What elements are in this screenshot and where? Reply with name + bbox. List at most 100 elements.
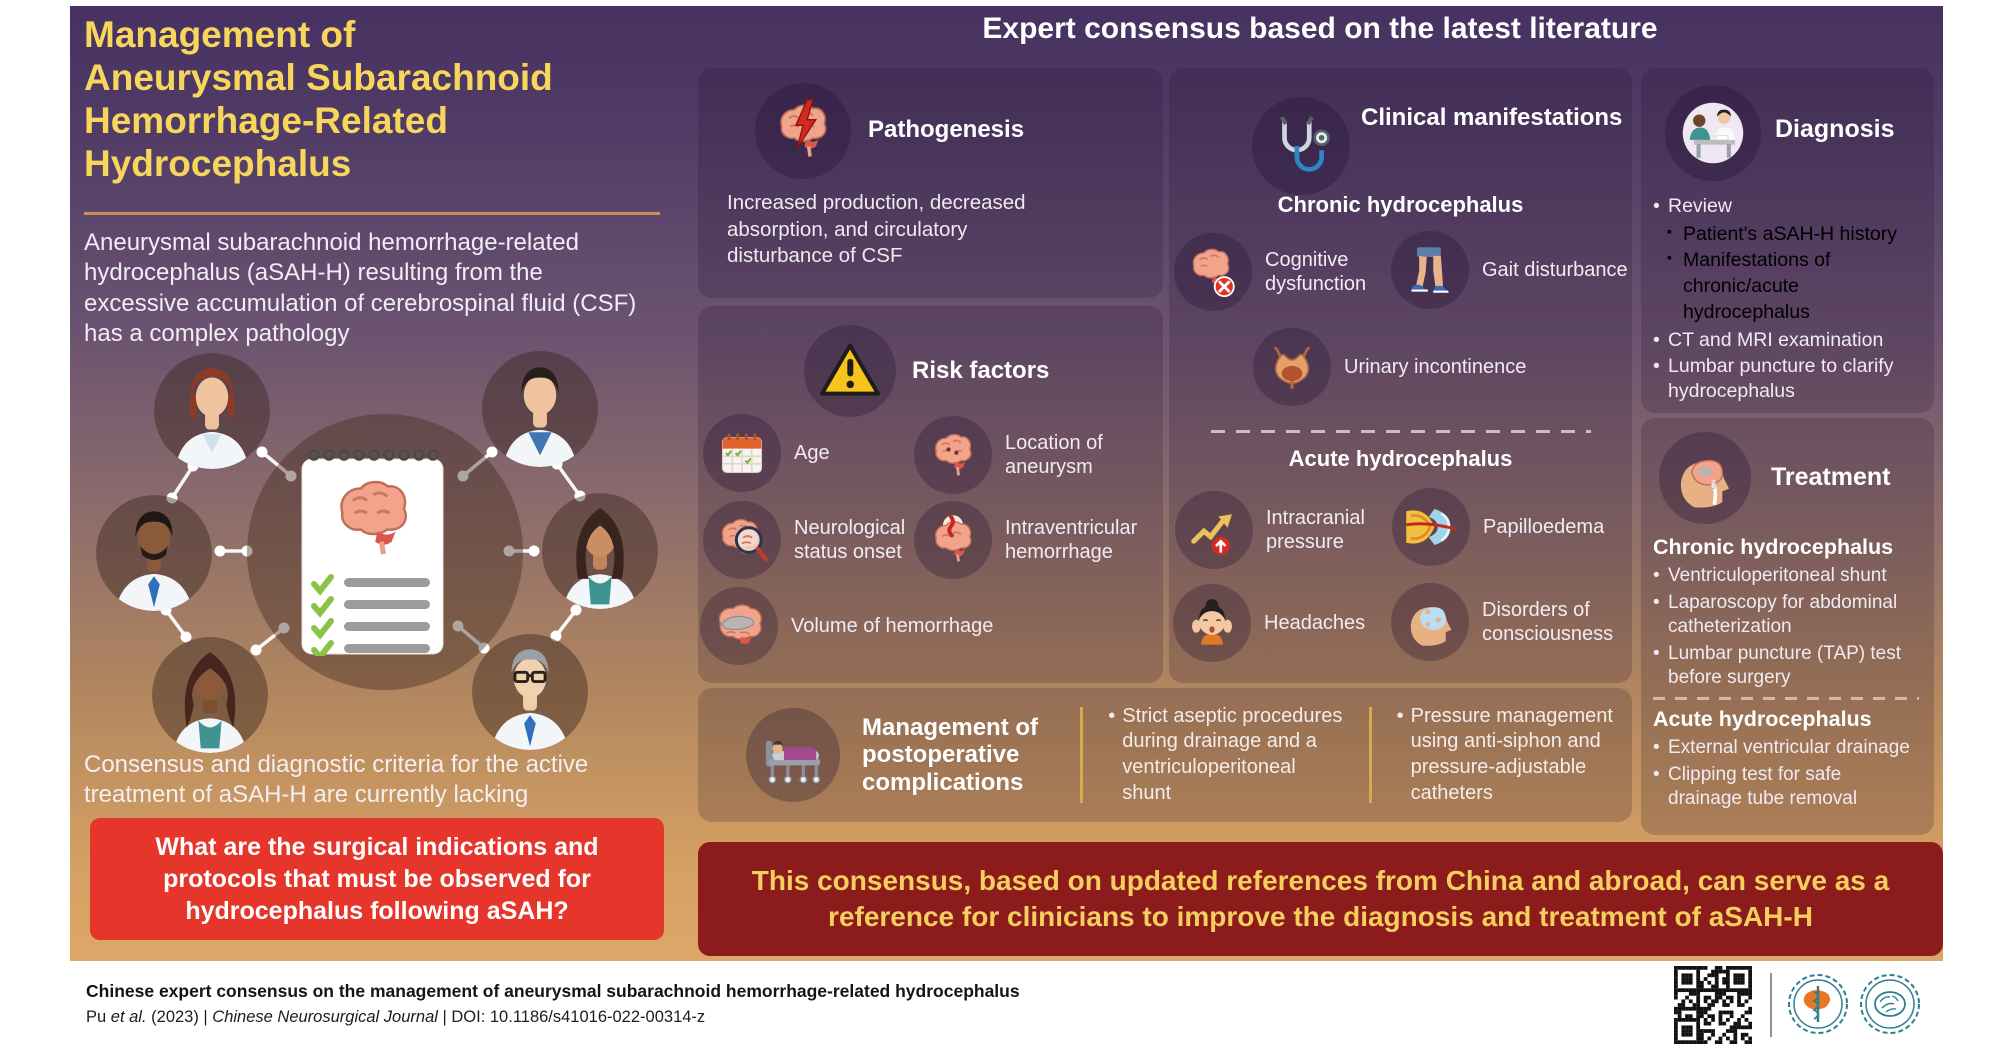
clinical-item-papilloedema: Papilloedema [1392, 488, 1638, 566]
citation-meta: Pu et al. (2023) | Chinese Neurosurgical… [86, 1008, 705, 1027]
rising-pressure-icon [1175, 491, 1253, 569]
expert-network-lines [160, 446, 586, 656]
qr-code [1674, 966, 1752, 1044]
clinical-title: Clinical manifestations [1361, 104, 1623, 131]
postop-bullet: Pressure management using anti-siphon an… [1397, 704, 1632, 806]
warning-triangle-icon [804, 325, 896, 417]
conclusion-banner: This consensus, based on updated referen… [698, 842, 1943, 956]
card-pathogenesis: Pathogenesis Increased production, decre… [698, 68, 1163, 298]
pathogenesis-title: Pathogenesis [868, 116, 1025, 143]
brain-magnifier-icon [703, 501, 781, 579]
headache-icon [1173, 584, 1251, 662]
consciousness-head-icon [1391, 583, 1469, 661]
page-title: Management of Aneurysmal Subarachnoid He… [84, 14, 553, 184]
citation-year: (2023) | [146, 1008, 213, 1026]
brain-hemorrhage-icon [914, 501, 992, 579]
diagnosis-sub-bullet: Patient's aSAH-H history [1667, 222, 1915, 248]
clinical-item-label: Cognitive dysfunction [1265, 249, 1367, 295]
postop-divider [1080, 707, 1084, 803]
clinical-item-headaches: Headaches [1173, 584, 1404, 662]
question-box: What are the surgical indications and pr… [90, 818, 664, 940]
treatment-bullet: External ventricular drainage [1653, 736, 1919, 760]
treatment-title: Treatment [1771, 463, 1891, 491]
avatar-male-doctor-dark-hair [482, 351, 598, 467]
brain-aneurysm-location-icon [914, 416, 992, 494]
citation-doi: | DOI: 10.1186/s41016-022-00314-z [437, 1008, 706, 1026]
risk-item-label: Intraventricular hemorrhage [1005, 517, 1138, 563]
risk-item-label: Location of aneurysm [1005, 432, 1103, 478]
diagnosis-list: Review Patient's aSAH-H history Manifest… [1653, 194, 1915, 405]
citation-authors: Pu [86, 1008, 111, 1026]
postop-title: Management of postoperative complication… [862, 713, 1039, 796]
card-clinical-manifestations: Clinical manifestations Chronic hydrocep… [1169, 68, 1632, 683]
acute-hydrocephalus-heading: Acute hydrocephalus [1288, 446, 1513, 471]
treatment-acute-heading: Acute hydrocephalus [1653, 706, 1872, 731]
diagnosis-sub-bullet: Manifestations of chronic/acute hydrocep… [1667, 248, 1915, 326]
clinical-item-label: Headaches [1264, 612, 1366, 634]
brain-checklist-notepad [301, 449, 444, 656]
treatment-bullet: Laparoscopy for abdominal catheterizatio… [1653, 591, 1919, 639]
consensus-lacking-note: Consensus and diagnostic criteria for th… [84, 751, 589, 808]
citation-journal: Chinese Neurosurgical Journal [212, 1008, 438, 1026]
clinical-item-consciousness: Disorders of consciousness [1391, 583, 1637, 661]
card-diagnosis: Diagnosis Review Patient's aSAH-H histor… [1641, 68, 1934, 413]
clinical-item-label: Urinary incontinence [1344, 356, 1527, 378]
brain-cross-icon [1174, 233, 1252, 311]
avatar-male-doctor-beard [96, 495, 212, 611]
footer-divider [1770, 973, 1772, 1037]
treatment-body: Chronic hydrocephalus Ventriculoperitone… [1653, 534, 1919, 814]
chronic-hydrocephalus-heading: Chronic hydrocephalus [1277, 192, 1524, 217]
card-postop-management: Management of postoperative complication… [698, 688, 1632, 822]
avatar-female-doctor-auburn [154, 353, 270, 469]
treatment-divider [1653, 696, 1919, 700]
hospital-bed-icon [746, 708, 840, 802]
avatar-male-doctor-glasses [472, 634, 588, 750]
bladder-icon [1253, 328, 1331, 406]
clinical-item-cognitive: Cognitive dysfunction [1174, 233, 1395, 311]
risk-item-label: Neurological status onset [794, 517, 906, 563]
postop-divider [1368, 707, 1372, 803]
head-shunt-icon [1659, 432, 1751, 524]
risk-item-location: Location of aneurysm [914, 416, 1170, 494]
citation-etal: et al. [110, 1008, 147, 1026]
card-treatment: Treatment Chronic hydrocephalus Ventricu… [1641, 418, 1934, 835]
risk-item-age: Age [703, 414, 904, 492]
stethoscope-icon [1252, 97, 1350, 195]
brain-lightning-icon [755, 83, 851, 179]
clinical-item-urinary: Urinary incontinence [1253, 328, 1579, 406]
clinical-item-icp: Intracranial pressure [1175, 491, 1406, 569]
clinical-item-label: Intracranial pressure [1266, 507, 1365, 553]
diagnosis-bullet-review: Review [1653, 194, 1915, 220]
postop-bullet: Strict aseptic procedures during drainag… [1108, 704, 1343, 806]
diagnosis-bullet: CT and MRI examination [1653, 328, 1915, 354]
title-divider [84, 212, 660, 215]
chinese-medical-association-logo [1788, 974, 1848, 1034]
treatment-bullet: Ventriculoperitoneal shunt [1653, 564, 1919, 588]
risk-item-label: Volume of hemorrhage [791, 615, 994, 637]
risk-item-neurological: Neurological status onset [703, 501, 944, 579]
diagnosis-bullet: Lumbar puncture to clarify hydrocephalus [1653, 354, 1915, 406]
calendar-icon [703, 414, 781, 492]
card-risk-factors: Risk factors Age [698, 306, 1163, 683]
diagnosis-title: Diagnosis [1775, 115, 1895, 143]
risk-item-volume: Volume of hemorrhage [700, 587, 1051, 665]
risk-item-intraventricular: Intraventricular hemorrhage [914, 501, 1180, 579]
doctor-patient-icon [1665, 85, 1761, 181]
avatar-female-doctor-long-hair [542, 493, 658, 609]
intro-paragraph: Aneurysmal subarachnoid hemorrhage-relat… [84, 229, 637, 348]
clinical-item-label: Gait disturbance [1482, 259, 1628, 281]
avatar-female-doctor-curly-hair [152, 637, 268, 753]
treatment-bullet: Clipping test for safe drainage tube rem… [1653, 763, 1919, 811]
chronic-acute-divider [1211, 430, 1591, 433]
brain-volume-icon [700, 587, 778, 665]
clinical-item-label: Papilloedema [1483, 516, 1605, 538]
optic-nerve-icon [1392, 488, 1470, 566]
risk-factors-title: Risk factors [912, 357, 1050, 384]
clinical-item-gait: Gait disturbance [1391, 231, 1632, 309]
clinical-item-label: Disorders of consciousness [1482, 599, 1614, 645]
pathogenesis-description: Increased production, decreased absorpti… [727, 191, 1026, 268]
chinese-neurosurgical-society-logo [1860, 974, 1920, 1034]
tagline-heading: Expert consensus based on the latest lit… [982, 12, 1658, 45]
treatment-chronic-heading: Chronic hydrocephalus [1653, 535, 1894, 559]
